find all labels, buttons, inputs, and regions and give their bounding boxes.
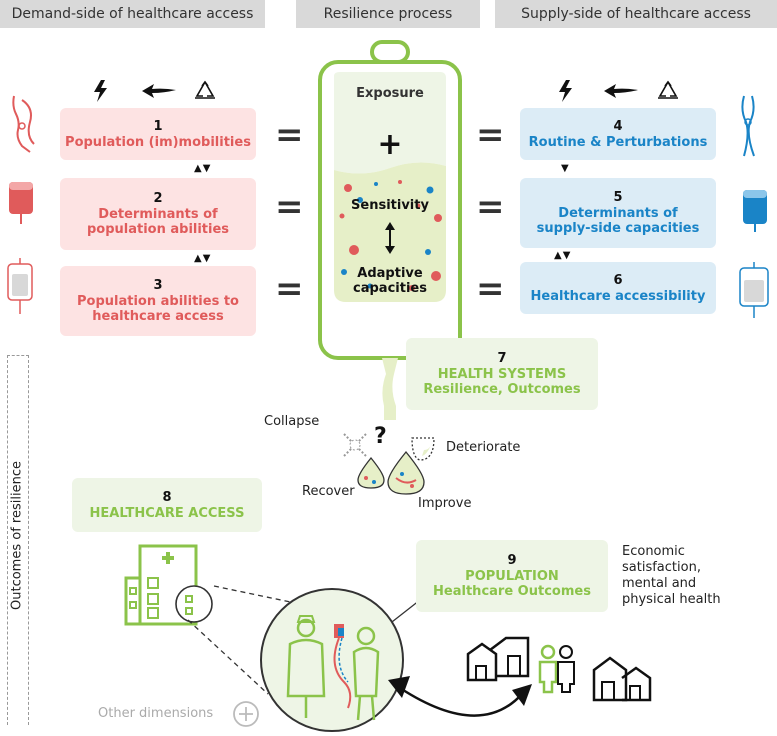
equals-sign: = <box>275 115 304 155</box>
box-determinants-population: 2 Determinants of population abilities <box>60 178 256 250</box>
box-title: Determinants of population abilities <box>86 207 230 237</box>
box-population-abilities: 3 Population abilities to healthcare acc… <box>60 266 256 336</box>
plus-sign: + <box>377 127 403 162</box>
box-title: Population abilities to healthcare acces… <box>77 294 239 324</box>
iv-bag-icon <box>318 40 462 420</box>
iv-tube-icon <box>12 95 35 153</box>
box-healthcare-access: 8 HEALTHCARE ACCESS <box>72 478 262 532</box>
box-number: 5 <box>613 190 623 205</box>
box-title: Population (im)mobilities <box>65 134 251 150</box>
iv-bag-icon <box>7 258 33 314</box>
box-population-outcomes: 9 POPULATION Healthcare Outcomes <box>416 540 608 612</box>
box-determinants-supply: 5 Determinants of supply-side capacities <box>520 178 716 248</box>
iv-bag-icon <box>9 182 33 224</box>
recover-label: Recover <box>302 484 355 499</box>
box-healthcare-accessibility: 6 Healthcare accessibility <box>520 262 716 314</box>
box-number: 9 <box>507 553 517 568</box>
box-population-mobilities: 1 Population (im)mobilities <box>60 108 256 160</box>
box-health-systems: 7 HEALTH SYSTEMS Resilience, Outcomes <box>406 338 598 410</box>
economic-note: Economic satisfaction, mental and physic… <box>622 544 721 607</box>
box-number: 8 <box>162 489 172 505</box>
improve-drop-icon <box>387 450 425 495</box>
bidirectional-arrows: ▲▼ <box>554 250 572 261</box>
bidirectional-arrows: ▲▼ <box>194 253 212 264</box>
side-bracket <box>7 355 29 725</box>
box-number: 7 <box>497 351 507 366</box>
down-arrow: ▼ <box>561 163 570 174</box>
iv-bag-icon <box>739 262 769 318</box>
add-circle-icon[interactable] <box>232 700 260 728</box>
box-title: Healthcare accessibility <box>530 288 706 304</box>
iv-tube-icon <box>741 95 755 157</box>
box-number: 4 <box>613 118 623 134</box>
houses-icon <box>592 656 652 702</box>
lightning-icon <box>94 80 107 102</box>
box-line-2: Resilience, Outcomes <box>423 382 581 397</box>
box-title: Routine & Perturbations <box>528 134 708 150</box>
box-number: 1 <box>153 118 163 134</box>
equals-sign: = <box>275 269 304 309</box>
box-line-2: Healthcare Outcomes <box>433 584 591 599</box>
header-resilience-process: Resilience process <box>296 0 480 28</box>
box-number: 6 <box>613 272 623 288</box>
equals-sign: = <box>476 115 505 155</box>
box-title: HEALTHCARE ACCESS <box>89 505 245 521</box>
box-routine-perturbations: 4 Routine & Perturbations <box>520 108 716 160</box>
lightning-icon <box>559 80 572 102</box>
box-number: 2 <box>153 191 163 206</box>
deteriorate-drop-icon <box>411 437 435 461</box>
doctor-patient-icon <box>260 588 404 732</box>
arrow-left-icon <box>142 84 176 98</box>
equals-sign: = <box>476 187 505 227</box>
box-line-1: HEALTH SYSTEMS <box>437 367 567 382</box>
hospital-icon <box>124 544 213 626</box>
recycle-icon <box>195 80 215 99</box>
iv-bag-icon <box>743 190 767 232</box>
collapse-label: Collapse <box>264 414 320 429</box>
box-title: Determinants of supply-side capacities <box>536 206 700 236</box>
equals-sign: = <box>275 187 304 227</box>
arrow-left-icon <box>604 84 638 98</box>
houses-icon <box>466 636 530 682</box>
question-mark: ? <box>374 424 387 449</box>
other-dimensions-label: Other dimensions <box>98 706 214 721</box>
improve-label: Improve <box>418 496 472 511</box>
bidirectional-arrows: ▲▼ <box>194 163 212 174</box>
collapsed-drop-icon <box>343 433 367 457</box>
bag-exposure-label: Exposure <box>356 86 424 101</box>
recycle-icon <box>658 80 678 99</box>
recover-drop-icon <box>357 456 385 489</box>
bag-adaptive-label: Adaptive capacities <box>353 266 427 296</box>
bag-sensitivity-label: Sensitivity <box>351 198 429 213</box>
box-line-1: POPULATION <box>465 569 559 584</box>
equals-sign: = <box>476 269 505 309</box>
deteriorate-label: Deteriorate <box>446 440 521 455</box>
header-demand-side: Demand-side of healthcare access <box>0 0 265 28</box>
box-number: 3 <box>153 278 163 293</box>
family-icon <box>538 644 575 694</box>
header-supply-side: Supply-side of healthcare access <box>495 0 777 28</box>
